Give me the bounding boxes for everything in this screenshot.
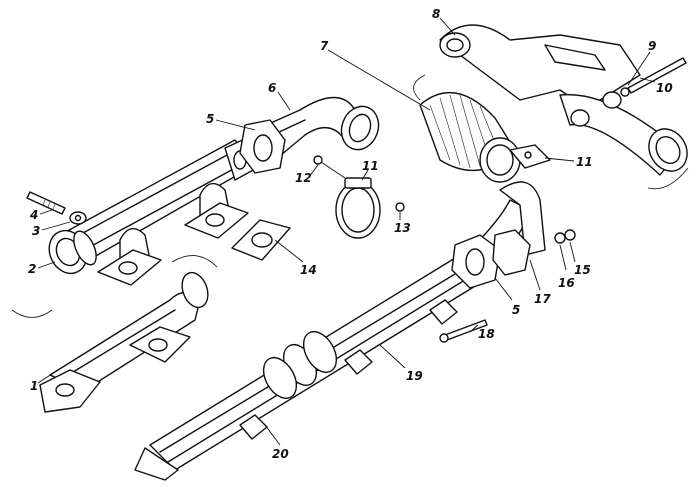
bolt-and-washer-upper — [620, 57, 687, 97]
callout-12: 12 — [295, 171, 312, 185]
washer — [554, 232, 566, 244]
callout-2: 2 — [28, 262, 36, 276]
callout-9: 9 — [648, 39, 656, 53]
callout-11-left: 11 — [362, 159, 379, 173]
upper-right-manifold-casting — [439, 24, 688, 176]
upper-left-manifold-pipe — [48, 137, 258, 286]
rotation-arrow-right — [647, 167, 689, 190]
callout-13: 13 — [394, 221, 411, 235]
lower-left-manifold-pipe — [39, 271, 209, 413]
pipe-clamp-left — [313, 155, 405, 239]
callout-19: 19 — [406, 369, 423, 383]
callout-7: 7 — [320, 39, 329, 53]
callout-4: 4 — [29, 208, 38, 222]
flexible-bellows — [419, 91, 521, 183]
rotation-arrow-left — [11, 309, 53, 318]
callout-6: 6 — [268, 81, 276, 95]
callout-5-lower: 5 — [512, 303, 520, 317]
callout-18: 18 — [478, 327, 495, 341]
callout-10: 10 — [656, 81, 673, 95]
callout-15: 15 — [574, 263, 591, 277]
callout-11-right: 11 — [576, 155, 593, 169]
flange-gasket — [231, 219, 291, 261]
rotation-arrow-upper — [413, 74, 426, 101]
leader-lines — [37, 17, 656, 446]
callout-17: 17 — [534, 292, 551, 306]
callout-5-upper: 5 — [206, 112, 214, 126]
bolt-lower — [439, 319, 488, 343]
callout-3: 3 — [32, 224, 40, 238]
bolt-and-washer — [26, 191, 87, 225]
callout-1: 1 — [30, 379, 38, 393]
callout-labels: 1 2 3 4 5 6 7 8 9 10 11 11 12 13 14 15 1… — [28, 7, 673, 461]
callout-16: 16 — [558, 276, 575, 290]
callout-20: 20 — [272, 447, 289, 461]
rotation-arrow-middle — [171, 255, 218, 268]
lower-manifold-pipe — [134, 181, 546, 481]
pipe-clamp-right — [509, 144, 551, 169]
callout-14: 14 — [300, 263, 317, 277]
callout-8: 8 — [432, 7, 440, 21]
nut — [564, 229, 576, 241]
elbow-pipe-upper — [239, 96, 380, 174]
